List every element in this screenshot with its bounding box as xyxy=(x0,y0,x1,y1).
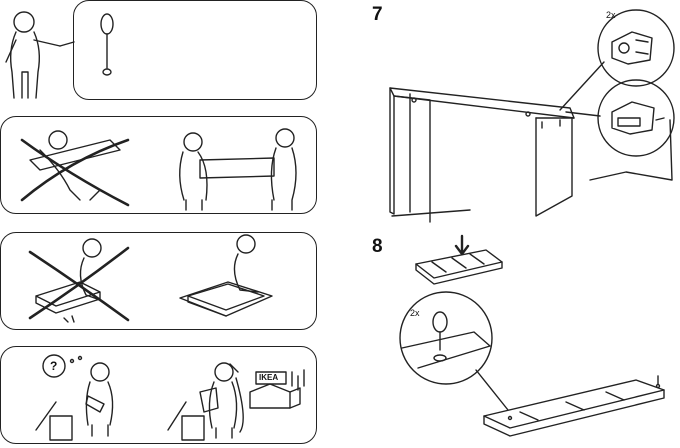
phone-call-icon xyxy=(167,362,244,441)
step-7-quantity: 2x xyxy=(606,10,616,20)
single-person-carry-icon xyxy=(29,130,121,201)
question-mark: ? xyxy=(50,359,58,373)
screwdriver-icon xyxy=(100,13,114,76)
stopper-detail xyxy=(399,291,493,385)
cross-out-icon xyxy=(28,246,130,322)
help-panel xyxy=(0,346,317,444)
step-8-quantity: 2x xyxy=(410,308,420,318)
cam-lock-detail-bottom xyxy=(565,79,675,157)
soft-surface-panel xyxy=(0,232,317,330)
confused-person-icon xyxy=(35,354,114,441)
drawer-tray-large xyxy=(475,369,665,437)
store-sign: IKEA xyxy=(259,373,279,382)
tools-panel xyxy=(73,0,317,100)
hard-floor-assembly-icon xyxy=(35,238,102,323)
cross-out-icon xyxy=(20,138,130,207)
drawer-tray-small xyxy=(415,234,503,285)
store-building-icon xyxy=(249,369,305,409)
two-person-carry-icon xyxy=(179,128,297,211)
person-figure-icon xyxy=(5,11,61,99)
step-7-number: 7 xyxy=(372,4,383,25)
desk-frame-illustration xyxy=(389,87,673,223)
soft-surface-icon xyxy=(179,234,273,317)
step-8-number: 8 xyxy=(372,236,383,257)
cam-lock-detail-top xyxy=(559,9,675,111)
